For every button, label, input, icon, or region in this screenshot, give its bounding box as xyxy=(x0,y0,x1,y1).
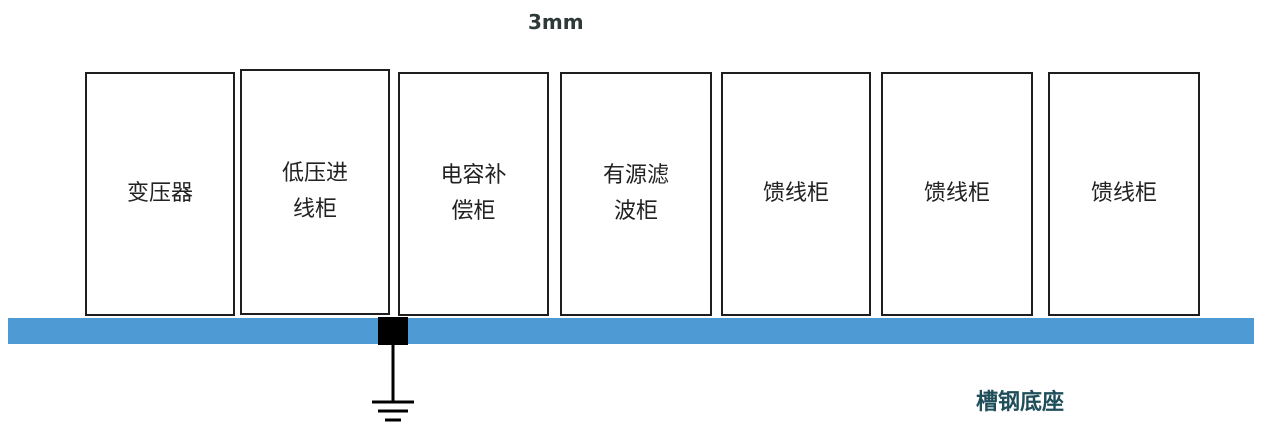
cabinet-feeder-1: 馈线柜 xyxy=(721,72,871,316)
ground-symbol-icon xyxy=(372,343,414,422)
cabinet-active-filter: 有源滤 波柜 xyxy=(560,72,712,316)
cabinet-feeder-2: 馈线柜 xyxy=(881,72,1033,316)
cabinet-capacitor-compensation: 电容补 偿柜 xyxy=(398,72,549,316)
cabinet-label: 馈线柜 xyxy=(762,181,829,206)
ground-connection-block xyxy=(378,317,408,345)
cabinet-transformer: 变压器 xyxy=(85,72,235,316)
cabinet-feeder-3: 馈线柜 xyxy=(1048,72,1200,316)
cabinet-label: 低压进 线柜 xyxy=(281,161,348,222)
gap-dimension-label: 3mm xyxy=(528,10,584,34)
cabinet-label: 变压器 xyxy=(126,181,193,206)
cabinet-label: 有源滤 波柜 xyxy=(602,163,669,224)
cabinet-label: 电容补 偿柜 xyxy=(440,163,507,224)
cabinet-label: 馈线柜 xyxy=(923,181,990,206)
channel-steel-base xyxy=(8,318,1254,344)
base-label: 槽钢底座 xyxy=(976,390,1065,415)
cabinet-low-voltage-incoming: 低压进 线柜 xyxy=(240,69,390,315)
cabinet-label: 馈线柜 xyxy=(1090,181,1157,206)
